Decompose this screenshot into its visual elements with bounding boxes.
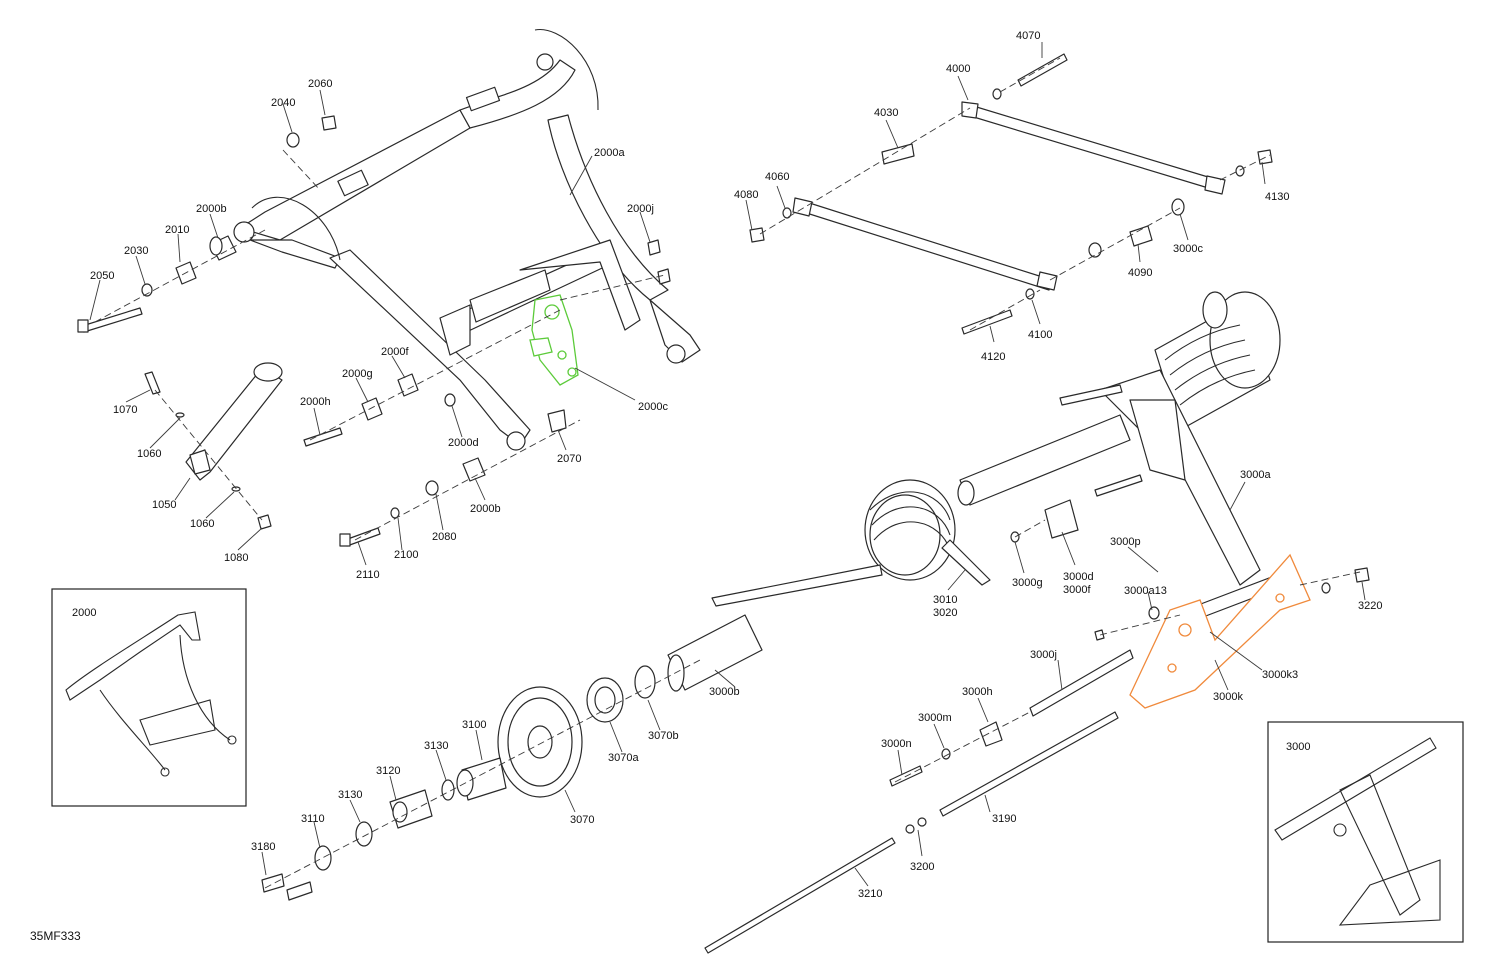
callout-3100: 3100: [462, 719, 486, 731]
inset-3000: [1267, 721, 1464, 943]
inset-label-3000: 3000: [1286, 741, 1310, 753]
callout-4120: 4120: [981, 351, 1005, 363]
callout-2030: 2030: [124, 245, 148, 257]
callout-3000g: 3000g: [1012, 577, 1043, 589]
inset-2000: [51, 588, 247, 807]
inset-label-2000: 2000: [72, 607, 96, 619]
callout-1060-bottom: 1060: [190, 518, 214, 530]
callout-3000k: 3000k: [1213, 691, 1243, 703]
torsion-spring-3010: [711, 479, 991, 607]
callout-2060: 2060: [308, 78, 332, 90]
callout-4130: 4130: [1265, 191, 1289, 203]
callout-3070: 3070: [570, 814, 594, 826]
callout-3120: 3120: [376, 765, 400, 777]
callout-4100: 4100: [1028, 329, 1052, 341]
callout-2000h: 2000h: [300, 396, 331, 408]
highlight-bracket-3000k: [1129, 553, 1311, 709]
callout-2050: 2050: [90, 270, 114, 282]
rear-hardware: [704, 499, 1370, 954]
callout-3190: 3190: [992, 813, 1016, 825]
callout-3110: 3110: [301, 813, 325, 825]
callout-3210: 3210: [858, 888, 882, 900]
callout-3000a: 3000a: [1240, 469, 1271, 481]
figure-code: 35MF333: [30, 929, 81, 943]
callout-4030: 4030: [874, 107, 898, 119]
callout-2000c: 2000c: [638, 401, 668, 413]
callout-4060: 4060: [765, 171, 789, 183]
callout-2110: 2110: [356, 569, 380, 581]
leader-lines: [89, 42, 1366, 887]
rear-arm-frame: [957, 291, 1296, 623]
callout-3000h: 3000h: [962, 686, 993, 698]
callout-2000g: 2000g: [342, 368, 373, 380]
callout-2040: 2040: [271, 97, 295, 109]
callout-2070: 2070: [557, 453, 581, 465]
callout-2000f: 2000f: [381, 346, 409, 358]
callout-1070: 1070: [113, 404, 137, 416]
callout-4090: 4090: [1128, 267, 1152, 279]
callout-3000a13: 3000a13: [1124, 585, 1167, 597]
callout-3000k3: 3000k3: [1262, 669, 1298, 681]
idler-wheel-assembly: [261, 614, 763, 901]
callout-3010: 3010: [933, 594, 957, 606]
callout-3070a: 3070a: [608, 752, 639, 764]
arm-hardware: [77, 115, 671, 547]
front-arm-frame: [233, 29, 701, 451]
callout-1080: 1080: [224, 552, 248, 564]
callout-2080: 2080: [432, 531, 456, 543]
stabilizer-bar-4000: [749, 53, 1273, 335]
callout-2000d: 2000d: [448, 437, 479, 449]
callout-3130-top: 3130: [424, 740, 448, 752]
highlight-bracket-2000c: [529, 294, 579, 386]
callout-3130-bottom: 3130: [338, 789, 362, 801]
callout-labels: 4070 4000 4030 4060 4080 4130 3000c 4090…: [30, 30, 1382, 943]
callout-4080: 4080: [734, 189, 758, 201]
callout-1050: 1050: [152, 499, 176, 511]
callout-3000f: 3000f: [1063, 584, 1091, 596]
callout-3180: 3180: [251, 841, 275, 853]
callout-2000b-bottom: 2000b: [470, 503, 501, 515]
callout-3200: 3200: [910, 861, 934, 873]
callout-3000n: 3000n: [881, 738, 912, 750]
callout-3000d: 3000d: [1063, 571, 1094, 583]
callout-1060-top: 1060: [137, 448, 161, 460]
callout-3000b: 3000b: [709, 686, 740, 698]
callout-3000c: 3000c: [1173, 243, 1203, 255]
callout-3000j: 3000j: [1030, 649, 1057, 661]
callout-2010: 2010: [165, 224, 189, 236]
callout-2000j: 2000j: [627, 203, 654, 215]
callout-2100: 2100: [394, 549, 418, 561]
callout-2000b-top: 2000b: [196, 203, 227, 215]
callout-4070: 4070: [1016, 30, 1040, 42]
callout-3220: 3220: [1358, 600, 1382, 612]
callout-4000: 4000: [946, 63, 970, 75]
callout-2000a: 2000a: [594, 147, 625, 159]
callout-3000p: 3000p: [1110, 536, 1141, 548]
lever-1050: [144, 362, 283, 530]
callout-3000m: 3000m: [918, 712, 952, 724]
callout-3070b: 3070b: [648, 730, 679, 742]
callout-3020: 3020: [933, 607, 957, 619]
